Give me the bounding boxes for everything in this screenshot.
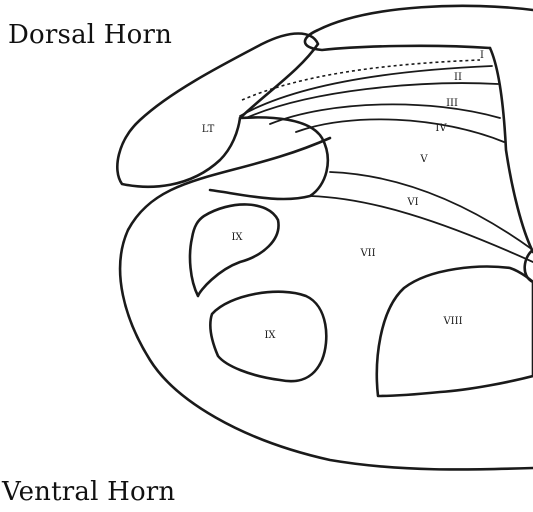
lateral-band bbox=[490, 48, 533, 252]
lamina-boundary-3 bbox=[270, 104, 500, 124]
lamina-vii-label: VII bbox=[359, 248, 375, 259]
lamina-i-label: I bbox=[480, 50, 484, 61]
lamina-viii-label: VIII bbox=[442, 316, 462, 327]
lamina-iv-label: IV bbox=[435, 123, 447, 134]
outer-boundary bbox=[120, 6, 533, 470]
lamina-ix-upper-label: IX bbox=[231, 232, 243, 243]
lissauer-tract-label: LT bbox=[202, 124, 215, 135]
lamina-boundary-5 bbox=[330, 172, 533, 250]
lamina-vi-label: VI bbox=[406, 197, 418, 208]
lamina-ix-upper-boundary bbox=[190, 204, 279, 296]
lamina-ii-label: II bbox=[454, 72, 462, 83]
lamina-viii-boundary bbox=[377, 267, 533, 396]
lamina-boundary-2 bbox=[246, 83, 498, 118]
lissauer-tract bbox=[117, 34, 318, 187]
lamina-v-label: V bbox=[419, 154, 428, 165]
lamina-boundary-6 bbox=[310, 196, 533, 262]
medial-bulb bbox=[210, 117, 328, 199]
dashed-boundary bbox=[242, 60, 480, 100]
lamina-ix-lower-label: IX bbox=[264, 330, 276, 341]
lamina-iii-label: III bbox=[446, 98, 458, 109]
